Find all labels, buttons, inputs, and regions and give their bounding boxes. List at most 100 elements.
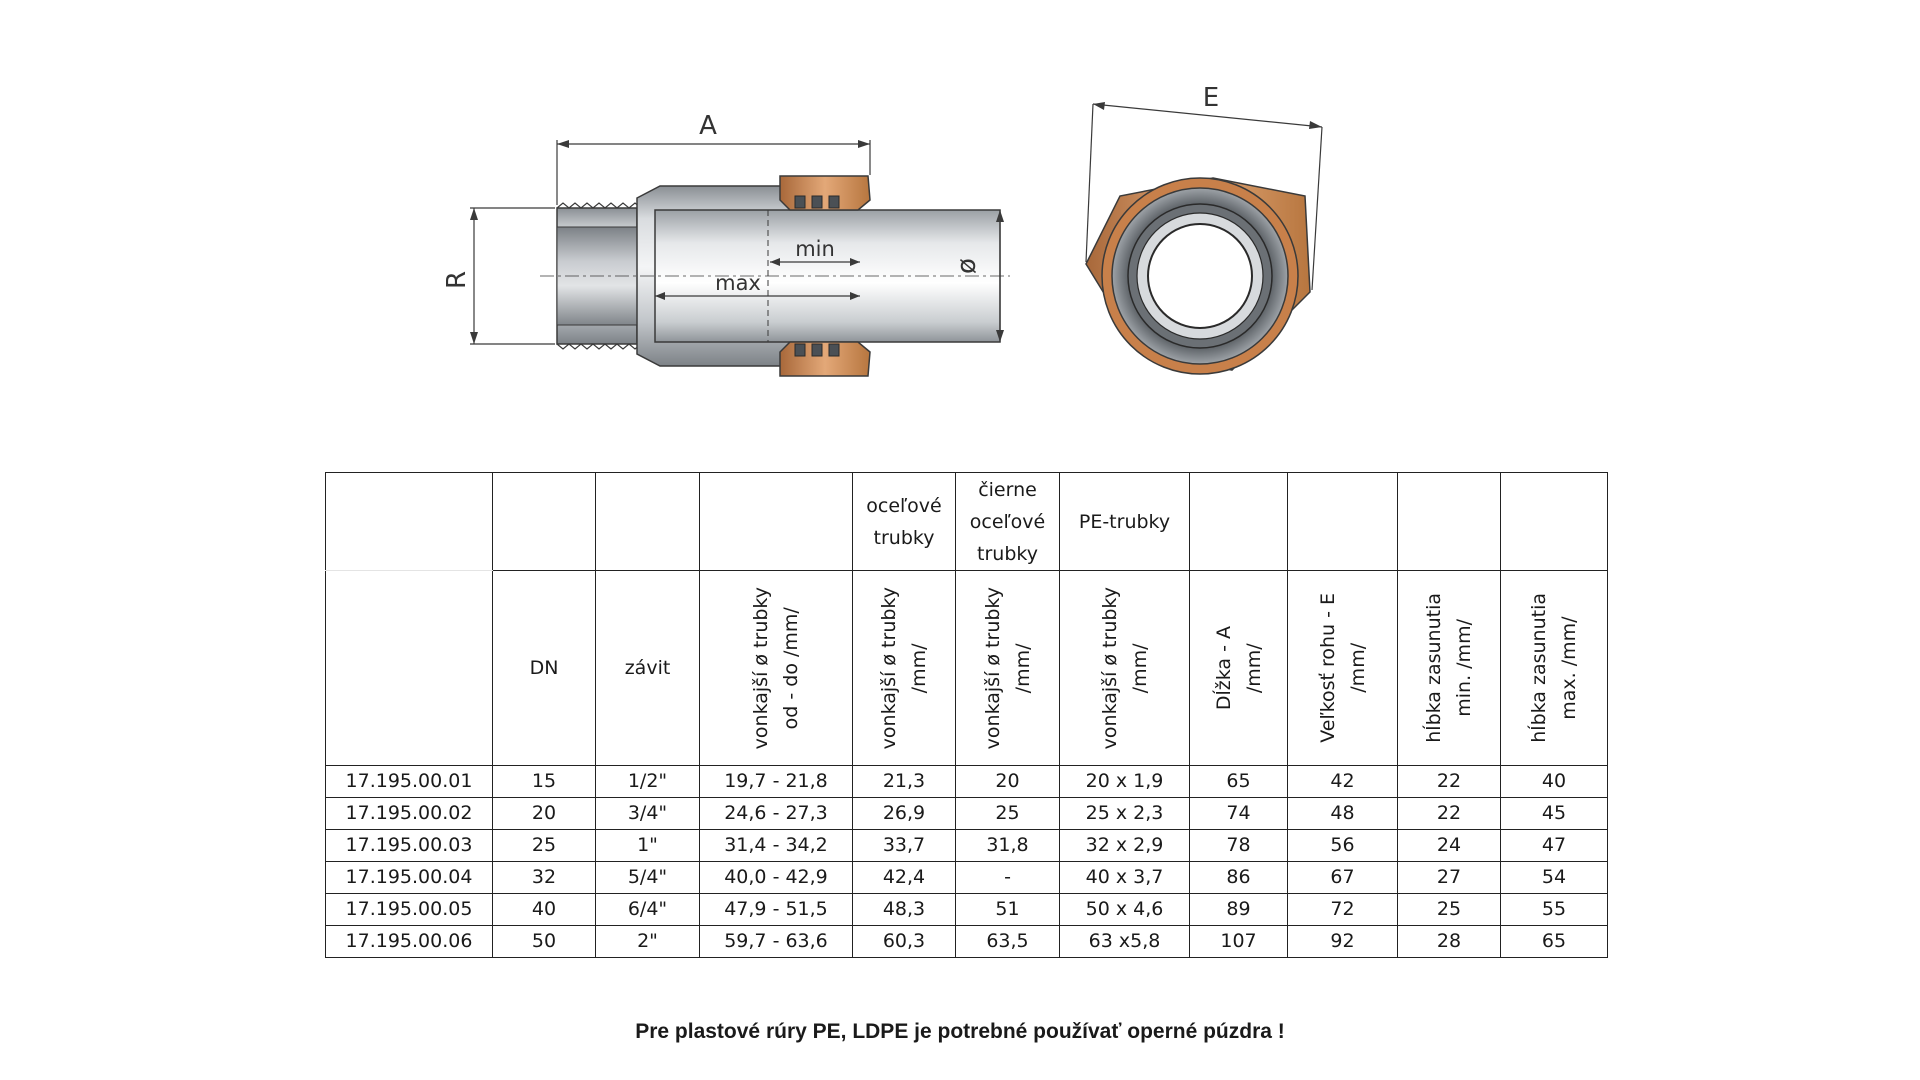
side-view (540, 175, 1010, 377)
table-cell: 20 x 1,9 (1059, 765, 1190, 798)
table-cell: 65 (1189, 765, 1288, 798)
front-view (1085, 177, 1311, 375)
dimension-r-label: R (442, 271, 472, 289)
table-cell: 25 (955, 797, 1060, 830)
table-cell: 1/2" (595, 765, 700, 798)
table-cell: 22 (1397, 765, 1501, 798)
insertion-depth-marks (655, 258, 860, 300)
table-cell: 72 (1287, 893, 1398, 926)
header-outer-pe: vonkajší ø trubky/mm/ (1059, 570, 1190, 766)
bronze-nut-bottom (779, 341, 871, 377)
table-cell: 15 (492, 765, 596, 798)
table-cell: 1" (595, 829, 700, 862)
table-cell: 25 (492, 829, 596, 862)
header-size-e: Veľkosť rohu - E/mm/ (1287, 570, 1398, 766)
table-cell: 86 (1189, 861, 1288, 894)
table-cell: 25 x 2,3 (1059, 797, 1190, 830)
article-number-cell: 17.195.00.06 (325, 925, 493, 958)
table-cell: 33,7 (852, 829, 956, 862)
header-length-a: Dĺžka - A/mm/ (1189, 570, 1288, 766)
table-cell: 5/4" (595, 861, 700, 894)
table-cell: 50 (492, 925, 596, 958)
table-cell: 59,7 - 63,6 (699, 925, 853, 958)
table-cell: 48 (1287, 797, 1398, 830)
table-cell: 89 (1189, 893, 1288, 926)
dimension-a (556, 140, 871, 205)
article-number-cell: 17.195.00.05 (325, 893, 493, 926)
table-cell: 56 (1287, 829, 1398, 862)
table-cell: 78 (1189, 829, 1288, 862)
header-thread: závit (595, 570, 700, 766)
table-cell: 28 (1397, 925, 1501, 958)
table-cell: 20 (492, 797, 596, 830)
header-outer-black-steel: vonkajší ø trubky/mm/ (955, 570, 1060, 766)
table-cell: 19,7 - 21,8 (699, 765, 853, 798)
thread-teeth-bottom (556, 343, 642, 350)
table-cell: 55 (1500, 893, 1608, 926)
article-number-cell: 17.195.00.04 (325, 861, 493, 894)
article-number-cell: 17.195.00.01 (325, 765, 493, 798)
table-cell: 50 x 4,6 (1059, 893, 1190, 926)
table-cell: 40 (1500, 765, 1608, 798)
table-cell: 2" (595, 925, 700, 958)
table-cell: 25 (1397, 893, 1501, 926)
dimension-e-label: E (1203, 83, 1219, 113)
table-cell: 107 (1189, 925, 1288, 958)
table-cell: 40,0 - 42,9 (699, 861, 853, 894)
table-cell: 63 x5,8 (1059, 925, 1190, 958)
dimension-phi-label: ø (952, 258, 982, 274)
table-cell: 47,9 - 51,5 (699, 893, 853, 926)
table-cell: 67 (1287, 861, 1398, 894)
table-cell: 20 (955, 765, 1060, 798)
table-cell: 42 (1287, 765, 1398, 798)
table-cell: 32 x 2,9 (1059, 829, 1190, 862)
dimension-e (1085, 102, 1323, 291)
dimension-r (470, 207, 555, 345)
table-cell: 31,4 - 34,2 (699, 829, 853, 862)
header-outer-steel: vonkajší ø trubky/mm/ (852, 570, 956, 766)
min-label: min (795, 237, 835, 261)
table-cell: 6/4" (595, 893, 700, 926)
header-dn: DN (492, 570, 596, 766)
table-cell: 21,3 (852, 765, 956, 798)
table-cell: 24 (1397, 829, 1501, 862)
table-cell: 27 (1397, 861, 1501, 894)
table-cell: 22 (1397, 797, 1501, 830)
max-label: max (715, 271, 761, 295)
table-cell: 51 (955, 893, 1060, 926)
article-number-cell: 17.195.00.03 (325, 829, 493, 862)
thread-teeth-top (556, 202, 642, 209)
group-header-pe: PE-trubky (1059, 472, 1190, 571)
table-cell: 63,5 (955, 925, 1060, 958)
table-cell: 45 (1500, 797, 1608, 830)
dimension-phi (996, 210, 1004, 342)
table-cell: 92 (1287, 925, 1398, 958)
footnote: Pre plastové rúry PE, LDPE je potrebné p… (635, 1020, 1285, 1043)
table-cell: 47 (1500, 829, 1608, 862)
table-cell: 40 x 3,7 (1059, 861, 1190, 894)
bronze-nut-top (779, 175, 871, 211)
table-cell: 54 (1500, 861, 1608, 894)
dimension-a-label: A (699, 111, 717, 141)
table-cell: 48,3 (852, 893, 956, 926)
table-cell: 40 (492, 893, 596, 926)
table-cell: 24,6 - 27,3 (699, 797, 853, 830)
table-cell: 32 (492, 861, 596, 894)
table-cell: 31,8 (955, 829, 1060, 862)
inner-bore (1147, 223, 1253, 329)
table-cell: 60,3 (852, 925, 956, 958)
